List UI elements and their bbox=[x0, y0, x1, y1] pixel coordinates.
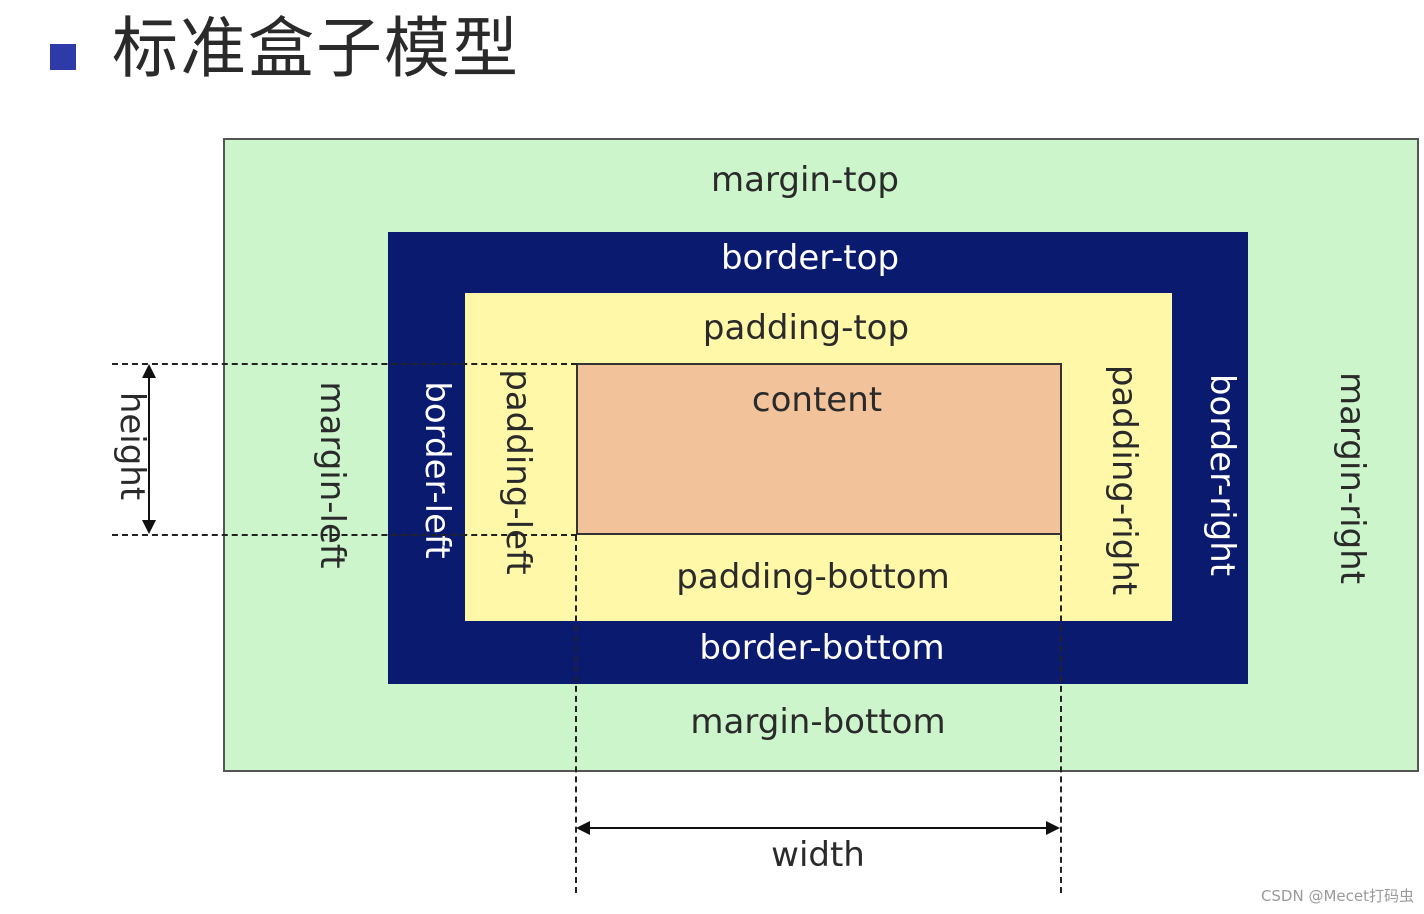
page-title: 标准盒子模型 bbox=[112, 10, 520, 87]
height-guide-top bbox=[112, 363, 577, 365]
height-arrow-line bbox=[148, 368, 150, 530]
width-arrow-line bbox=[580, 827, 1056, 829]
padding-bottom-label: padding-bottom bbox=[676, 557, 950, 597]
width-arrow-right-icon bbox=[1046, 821, 1060, 835]
width-arrow-left-icon bbox=[576, 821, 590, 835]
height-arrow-up-icon bbox=[142, 364, 156, 378]
border-right-label: border-right bbox=[1202, 373, 1242, 577]
margin-left-label: margin-left bbox=[312, 381, 352, 569]
border-top-label: border-top bbox=[720, 238, 900, 278]
width-guide-right bbox=[1060, 535, 1062, 893]
watermark: CSDN @Mecet打码虫 bbox=[1260, 887, 1414, 905]
height-arrow-down-icon bbox=[142, 520, 156, 534]
margin-right-label: margin-right bbox=[1332, 371, 1372, 585]
content-box bbox=[576, 363, 1062, 535]
padding-top-label: padding-top bbox=[702, 308, 910, 348]
padding-right-label: padding-right bbox=[1104, 364, 1144, 596]
width-label: width bbox=[771, 835, 865, 875]
margin-top-label: margin-top bbox=[711, 160, 899, 200]
width-guide-left bbox=[575, 535, 577, 893]
padding-left-label: padding-left bbox=[498, 369, 538, 575]
border-left-label: border-left bbox=[417, 381, 457, 559]
content-label: content bbox=[751, 380, 883, 420]
height-guide-bottom bbox=[112, 534, 577, 536]
height-label: height bbox=[112, 391, 152, 501]
title-bullet bbox=[50, 44, 76, 70]
margin-bottom-label: margin-bottom bbox=[690, 702, 946, 742]
border-bottom-label: border-bottom bbox=[699, 628, 945, 668]
